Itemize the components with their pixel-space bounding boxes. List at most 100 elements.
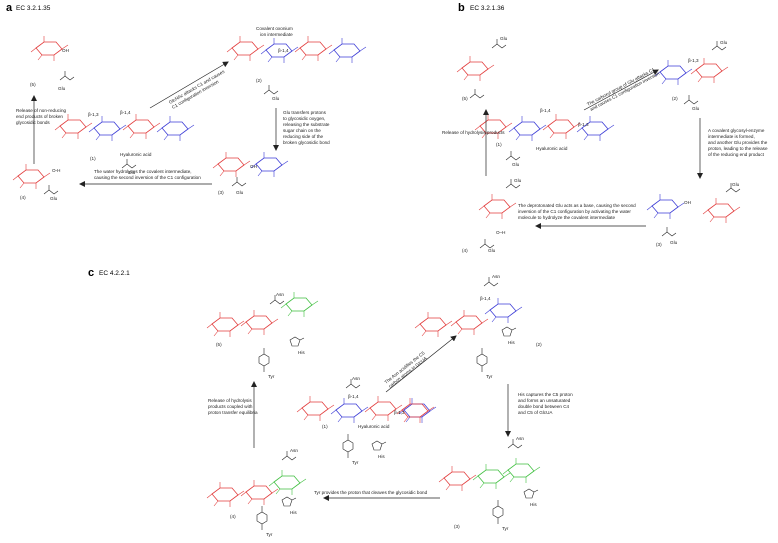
svg-text:OH: OH <box>684 200 691 205</box>
panel-a-step-2-line-2: to glycosidic oxygen, <box>283 116 325 121</box>
panel-a-stage-5-number: (5) <box>30 82 36 87</box>
panel-c-tyr-label-5: Tyr <box>268 374 275 379</box>
svg-text:OH: OH <box>62 48 69 53</box>
panel-a-letter: a <box>6 2 13 14</box>
panel-c-step-4-line-3: proton transfer equilibria <box>208 410 258 415</box>
panel-a-stage-4: O-H Glu (4) <box>12 163 60 201</box>
panel-c-asn-label-2: Asn <box>492 274 500 279</box>
panel-a-step-4-line-3: glycosidic bonds <box>16 120 50 125</box>
panel-c-asn-label-3: Asn <box>516 436 524 441</box>
panel-c-stage-2: β-1,4 Asn His Tyr (2) <box>414 274 542 379</box>
panel-a-step-3-line-1: The water hydrolyzes the covalent interm… <box>94 169 192 174</box>
panel-a-ha-label: Hyaluronic acid <box>120 152 152 157</box>
panel-c-letter: c <box>88 267 94 279</box>
panel-c-step-4-line-1: Release of hydrolysis <box>208 398 252 403</box>
panel-b-step-2-line-3: and another Glu provides the <box>708 140 768 145</box>
panel-a-step-2-line-1: Glu transfers protons <box>283 110 327 115</box>
panel-c-step-3-line-1: Tyr provides the proton that cleaves the… <box>314 490 428 495</box>
panel-b-step-2-line-2: intermediate is formed, <box>708 134 755 139</box>
panel-c-stage-2-number: (2) <box>536 342 542 347</box>
panel-c-step-2-line-3: double bond between C4 <box>518 404 570 409</box>
panel-b-stage-3: OH Glu Glu (3) <box>646 182 741 247</box>
panel-b-arrow-1-2 <box>583 69 659 111</box>
panel-b-beta13-1: β-1,3 <box>578 122 589 127</box>
panel-c-stage-5-number: (5) <box>216 342 222 347</box>
panel-b-glu-label-2a: Glu <box>720 40 728 45</box>
panel-a-step-3-line-2: causing the second inversion of the C1 c… <box>94 175 201 180</box>
panel-c-stage-1: β-1,4 β-1,3 Hyaluronic acid (1) Asn His … <box>297 376 436 465</box>
panel-a-beta14-2: β-1,4 <box>278 48 289 53</box>
panel-b-step-1-line-2: and causes C1 configuration inversion <box>589 71 661 112</box>
panel-b-beta14-1: β-1,4 <box>540 108 551 113</box>
panel-a-oxonium-2: ion intermediate <box>260 32 293 37</box>
panel-a-ec-number: EC 3.2.1.35 <box>16 5 51 12</box>
panel-b-stage-1-number: (1) <box>496 142 502 147</box>
panel-c-stage-4: Asn His Tyr (4) <box>206 448 307 537</box>
panel-c-ha-label: Hyaluronic acid <box>358 424 390 429</box>
panel-a-glu-label-2: Glu <box>272 96 280 101</box>
panel-a-stage-3-number: (3) <box>218 190 224 195</box>
panel-c-asn-label-1: Asn <box>352 376 360 381</box>
panel-b-stage-4: Glu O–H Glu (4) <box>462 178 522 253</box>
panel-a-stage-4-number: (4) <box>20 195 26 200</box>
panel-b: b EC 3.2.1.36 Glu (5) β-1,4 β-1,3 Hyalur… <box>442 2 768 253</box>
panel-a-oxonium-1: Covalent oxonium <box>256 26 293 31</box>
panel-c-his-label-4: His <box>290 510 297 515</box>
panel-b-letter: b <box>458 2 465 14</box>
panel-b-glu-label-4a: Glu <box>514 178 522 183</box>
panel-a-stage-5: OH Glu (5) <box>30 35 75 91</box>
panel-c-step-1-line-1: The Asn acidifies the C5 <box>384 350 426 385</box>
panel-c-step-2-line-4: and C5 of GlcUA <box>518 410 553 415</box>
panel-c-ec-number: EC 4.2.2.1 <box>99 270 130 277</box>
panel-b-stage-5: Glu (5) <box>456 36 508 101</box>
panel-b-step-2-line-5: of the reducing end product <box>708 152 765 157</box>
panel-b-step-3-line-2: inversion of the C1 configuration by act… <box>518 209 631 214</box>
panel-b-glu-label-4b: Glu <box>488 248 496 253</box>
panel-a-stage-3: OH Glu (3) <box>212 151 289 195</box>
panel-a-glu-label-3: Glu <box>236 190 244 195</box>
panel-b-glu-label-2b: Glu <box>692 106 700 111</box>
panel-c-stage-4-number: (4) <box>230 514 236 519</box>
panel-a-glu-label-1: Glu <box>128 170 136 175</box>
panel-c-tyr-label-3: Tyr <box>502 526 509 531</box>
panel-c-asn-label-4: Asn <box>290 448 298 453</box>
panel-a-glu-label-4: Glu <box>50 196 58 201</box>
panel-a-arrow-1-2 <box>149 61 229 109</box>
panel-b-step-3-line-1: The deprotonated Glu acts as a base, cau… <box>518 203 636 208</box>
panel-a-stage-2-number: (2) <box>256 78 262 83</box>
svg-text:O-H: O-H <box>52 168 60 173</box>
panel-c-asn-label-5: Asn <box>276 292 284 297</box>
panel-c-stage-3-number: (3) <box>454 524 460 529</box>
panel-b-step-1-line-1: The carboxyl group of Glu attacks C1 <box>586 67 656 107</box>
panel-c-his-label-3: His <box>530 502 537 507</box>
panel-c-step-2-line-2: and forms an unsaturated <box>518 398 571 403</box>
panel-b-glu-label-5a: Glu <box>500 36 508 41</box>
panel-a-beta13-1: β-1,3 <box>88 112 99 117</box>
panel-a-step-2-line-4: sugar chain on the <box>283 128 321 133</box>
panel-c-arrow-1-2 <box>385 335 457 393</box>
panel-c-his-label-2: His <box>508 340 515 345</box>
panel-a-stage-2: Covalent oxonium ion intermediate β-1,4 … <box>227 26 366 101</box>
panel-a-step-2-line-5: reducing side of the <box>283 134 324 139</box>
panel-b-step-2-line-4: proton, leading to the release <box>708 146 768 151</box>
panel-c-tyr-label-4: Tyr <box>266 532 273 537</box>
panel-b-step-3-line-3: molecule to hydrolyze the covalent inter… <box>518 215 615 220</box>
panel-c-stage-3: Asn His Tyr (3) <box>438 436 541 531</box>
panel-c-tyr-label-2: Tyr <box>486 374 493 379</box>
panel-c: c EC 4.2.2.1 Asn His Tyr (5) β-1,4 β-1,3… <box>88 267 573 537</box>
panel-a-glu-label-5: Glu <box>58 86 66 91</box>
panel-a-beta14-1: β-1,4 <box>120 110 131 115</box>
panel-c-tyr-label-1: Tyr <box>352 460 359 465</box>
panel-a-step-2-line-6: broken glycosidic bond <box>283 140 330 145</box>
panel-c-step-2-line-1: His captures the C5 proton <box>518 392 573 397</box>
panel-b-stage-2: β-1,3 Glu Glu (2) <box>654 40 729 111</box>
panel-b-glu-label-3a: Glu <box>732 182 740 187</box>
panel-c-his-label-5: His <box>298 350 305 355</box>
panel-c-stage-5: Asn His Tyr (5) <box>206 291 319 379</box>
panel-b-stage-2-number: (2) <box>672 96 678 101</box>
panel-b-ec-number: EC 3.2.1.36 <box>470 5 505 12</box>
panel-b-stage-5-number: (5) <box>462 96 468 101</box>
panel-b-ha-label: Hyaluronic acid <box>536 146 568 151</box>
panel-b-step-2-line-1: A covalent glycosyl-enzyme <box>708 128 765 133</box>
